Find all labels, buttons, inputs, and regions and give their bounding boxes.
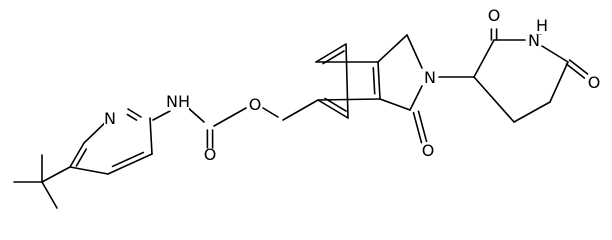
single-bond <box>213 107 247 127</box>
atom-label-backdrop <box>528 34 540 50</box>
bond-line <box>152 110 171 121</box>
bond-line <box>473 76 515 123</box>
single-bond <box>377 34 408 63</box>
bond-line <box>377 34 408 63</box>
bond-line <box>345 43 349 119</box>
single-bond <box>513 101 551 123</box>
bond-line <box>379 98 411 111</box>
single-bond <box>345 43 349 119</box>
double-bond <box>315 43 347 65</box>
oxygen-atom-label: O <box>488 6 501 25</box>
bond-line <box>315 43 347 63</box>
single-bond <box>185 105 205 123</box>
bond-line <box>412 111 423 144</box>
bond-line <box>262 107 279 118</box>
single-bond <box>541 45 569 63</box>
bond-line-inner <box>372 67 376 95</box>
double-bond <box>317 97 349 119</box>
bond-line <box>406 34 423 69</box>
bond-line <box>41 181 58 209</box>
atom-label-backdrop <box>488 9 500 25</box>
single-bond <box>406 34 423 69</box>
single-bond <box>409 85 423 111</box>
single-bond <box>69 166 109 175</box>
double-bond <box>206 129 214 151</box>
bond-line <box>541 45 569 63</box>
single-bond <box>473 76 515 123</box>
bond-line <box>565 63 586 79</box>
double-bond <box>107 151 153 175</box>
bond-line <box>69 142 85 168</box>
single-bond <box>473 39 495 78</box>
bond-line <box>213 107 247 127</box>
bond-line <box>409 85 423 111</box>
bond-line <box>417 110 428 143</box>
single-bond <box>379 98 411 111</box>
atom-label-backdrop <box>167 95 189 111</box>
nitrogen-atom-label: NH <box>166 92 190 111</box>
bond-line <box>377 61 381 100</box>
bond-line <box>513 101 551 123</box>
oxygen-atom-label: O <box>249 95 262 114</box>
bond-line-inner <box>126 113 138 121</box>
atom-label-backdrop <box>424 71 436 87</box>
bond-line <box>127 108 142 118</box>
double-bond <box>565 59 589 79</box>
double-bond <box>490 28 498 41</box>
single-bond <box>282 99 319 121</box>
double-bond <box>126 108 142 121</box>
bond-line-inner <box>324 97 347 112</box>
bond-line <box>69 166 109 175</box>
double-bond <box>412 110 428 144</box>
single-bond <box>41 181 58 209</box>
nitrogen-atom-label: N <box>424 68 436 87</box>
atom-label-backdrop <box>588 76 600 92</box>
bond-layer <box>13 28 589 209</box>
bond-line <box>568 59 589 75</box>
bond-line <box>107 153 153 175</box>
atom-label-backdrop <box>249 98 261 114</box>
bond-line <box>41 166 71 183</box>
single-bond <box>549 61 569 103</box>
bond-line-inner <box>75 148 88 167</box>
bond-line <box>317 99 349 119</box>
oxygen-atom-label: O <box>422 141 435 160</box>
bond-line <box>473 39 495 78</box>
atom-label-backdrop <box>422 144 434 160</box>
single-bond <box>152 110 171 121</box>
atom-label-backdrop <box>204 148 216 164</box>
bond-line-inner <box>111 151 145 168</box>
atom-label-backdrop <box>536 20 548 35</box>
hydrogen-atom-label: H <box>536 16 548 35</box>
bond-line <box>282 99 319 121</box>
bond-line <box>549 61 569 103</box>
bond-line <box>149 117 153 155</box>
nitrogen-atom-label: N <box>104 109 116 128</box>
nitrogen-atom-label: N <box>528 31 540 50</box>
oxygen-atom-label: O <box>204 145 217 164</box>
bond-line <box>185 105 205 123</box>
single-bond <box>262 107 279 118</box>
oxygen-atom-label: O <box>588 73 601 92</box>
double-bond <box>372 61 381 100</box>
single-bond <box>149 117 153 155</box>
single-bond <box>41 166 71 183</box>
double-bond <box>69 142 88 168</box>
atom-label-backdrop <box>104 112 116 128</box>
